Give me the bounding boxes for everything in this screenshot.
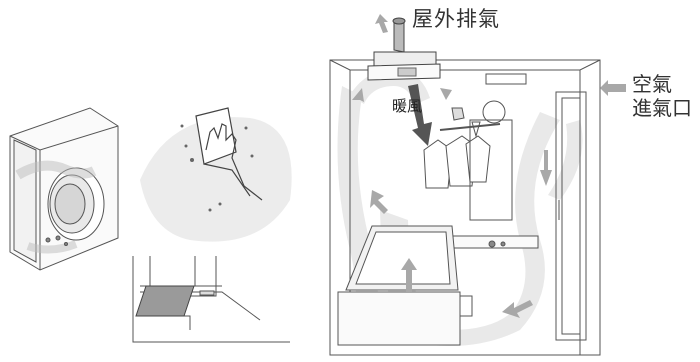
air-intake-label-line2: 進氣口 <box>632 96 692 120</box>
warm-air-label: 暖風 <box>392 99 422 114</box>
air-intake-label: 空氣 進氣口 <box>632 72 692 120</box>
washing-machine-icon <box>10 108 118 270</box>
exhaust-arrow <box>375 14 388 33</box>
cloth-wipe-icon <box>140 108 292 242</box>
air-intake-label-line1: 空氣 <box>632 72 692 96</box>
exhaust-label: 屋外排氣 <box>412 9 500 30</box>
counter-shelf <box>450 236 538 248</box>
clothes-hanging-icon <box>424 101 505 188</box>
intake-arrow <box>600 80 626 96</box>
floor-mat-corner <box>133 256 290 342</box>
